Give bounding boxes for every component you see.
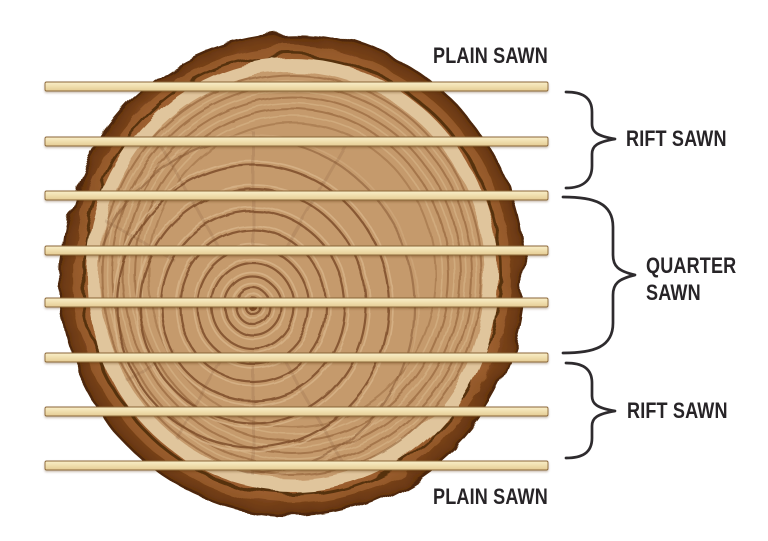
- label-quarter-sawn: QUARTER SAWN: [646, 252, 736, 306]
- sawn-boards: [44, 81, 549, 471]
- sawn-board: [44, 136, 549, 147]
- sawn-board: [44, 81, 549, 92]
- sawn-board: [44, 297, 549, 308]
- label-rift-sawn-bottom: RIFT SAWN: [627, 398, 728, 423]
- label-quarter-sawn-line1: QUARTER: [646, 253, 737, 278]
- quarter-sawn-brace-icon: [561, 195, 637, 355]
- label-rift-sawn-top: RIFT SAWN: [626, 126, 727, 151]
- sawn-board: [44, 190, 549, 201]
- rift-top-brace-icon: [564, 90, 617, 190]
- rift-bottom-brace-icon: [564, 361, 617, 460]
- label-quarter-sawn-line2: SAWN: [646, 280, 701, 305]
- sawn-board: [44, 406, 549, 417]
- sawn-board: [44, 352, 549, 363]
- label-plain-sawn-bottom: PLAIN SAWN: [433, 484, 548, 509]
- heartwood: [99, 72, 485, 478]
- label-plain-sawn-top: PLAIN SAWN: [433, 43, 548, 68]
- sawn-board: [44, 460, 549, 471]
- sawn-board: [44, 245, 549, 256]
